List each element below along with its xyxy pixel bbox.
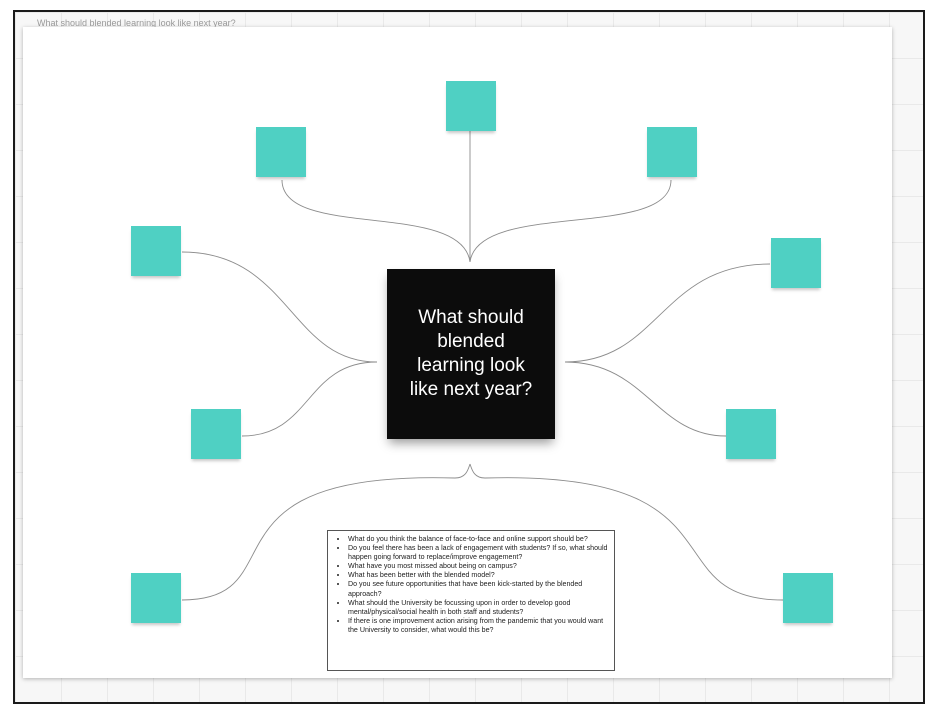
sticky-note-left-upper[interactable] [131, 226, 181, 276]
question-item: What do you think the balance of face-to… [348, 535, 608, 544]
question-item: If there is one improvement action arisi… [348, 617, 608, 635]
sticky-note-top-left[interactable] [256, 127, 306, 177]
sticky-note-right-upper[interactable] [771, 238, 821, 288]
question-item: What have you most missed about being on… [348, 562, 608, 571]
question-item: Do you feel there has been a lack of eng… [348, 544, 608, 562]
sticky-note-right-middle[interactable] [726, 409, 776, 459]
sticky-note-top-right[interactable] [647, 127, 697, 177]
central-topic-sticky[interactable]: What should blended learning look like n… [387, 269, 555, 439]
sticky-note-bottom-left[interactable] [131, 573, 181, 623]
question-item: What has been better with the blended mo… [348, 571, 608, 580]
questions-text-box[interactable]: What do you think the balance of face-to… [327, 530, 615, 671]
questions-list: What do you think the balance of face-to… [338, 535, 608, 635]
central-topic-text: What should blended learning look like n… [409, 307, 533, 400]
sticky-note-top-center[interactable] [446, 81, 496, 131]
question-item: Do you see future opportunities that hav… [348, 580, 608, 598]
sticky-note-left-middle[interactable] [191, 409, 241, 459]
sticky-note-bottom-right[interactable] [783, 573, 833, 623]
frame-title[interactable]: What should blended learning look like n… [37, 18, 236, 28]
question-item: What should the University be focussing … [348, 599, 608, 617]
